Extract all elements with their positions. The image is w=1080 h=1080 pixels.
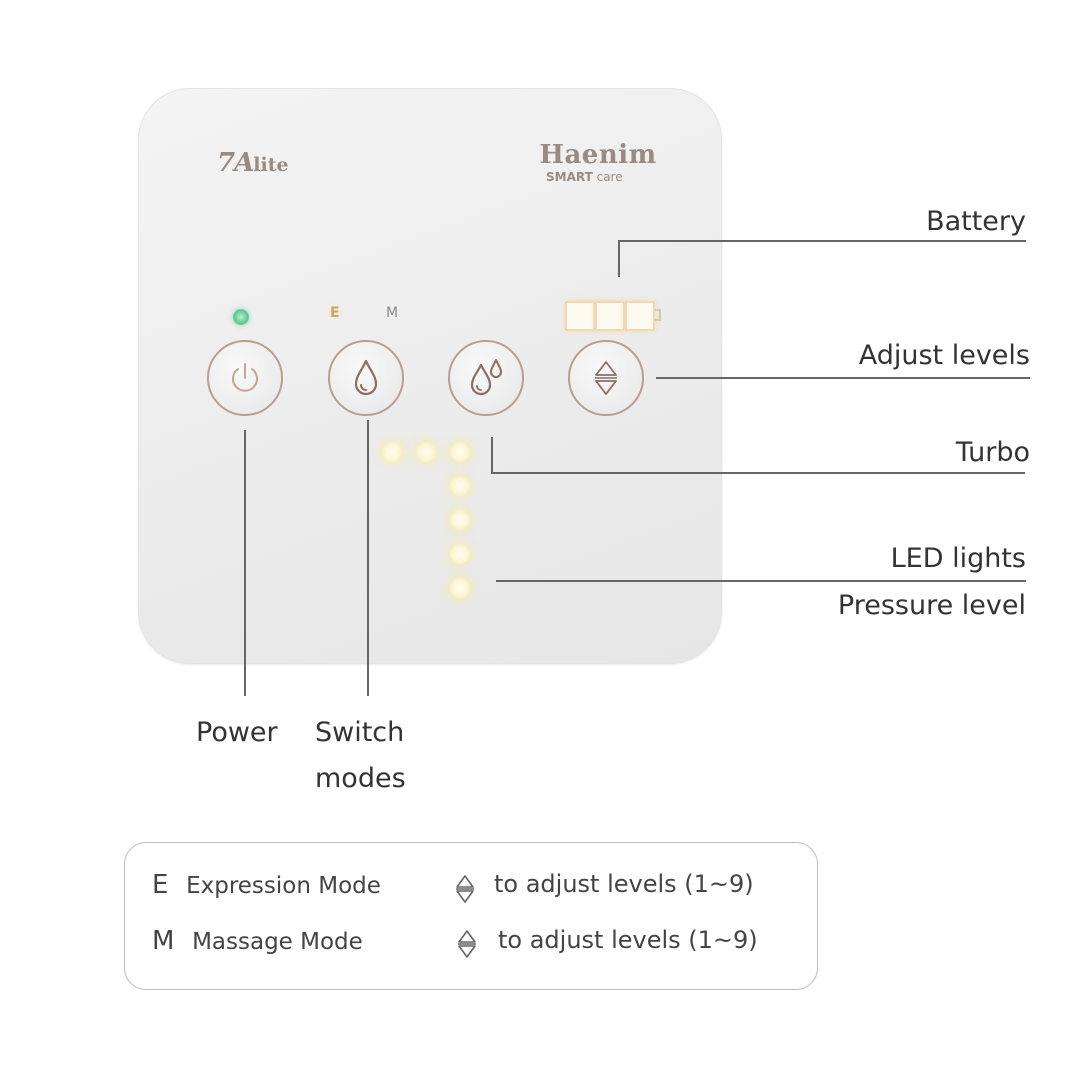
power-callout-line [244, 430, 246, 696]
modes-label: modes [315, 763, 406, 794]
turbo-label: Turbo [955, 437, 1030, 468]
mode-e-indicator: E [330, 305, 340, 321]
power-icon [232, 363, 258, 392]
up-down-arrows-icon [458, 930, 476, 958]
up-down-arrows-icon [456, 875, 474, 903]
brand-logo: Haenim SMART care [536, 140, 660, 184]
pressure-led [450, 544, 470, 564]
power-label: Power [196, 717, 278, 748]
turbo-callout-vertical [491, 437, 493, 474]
battery-callout-line [618, 240, 1026, 242]
pressure-led [450, 476, 470, 496]
model-logo: 7Alite [217, 148, 289, 178]
battery-callout-vertical [618, 240, 620, 277]
droplet-icon [354, 359, 378, 396]
pressure-led [450, 442, 470, 462]
mode-m-indicator: M [386, 305, 399, 321]
brand-name: Haenim [539, 140, 657, 170]
brand-tag: SMART care [546, 170, 623, 184]
double-droplet-icon [470, 359, 502, 396]
legend-box [124, 842, 818, 990]
led-callout-line [496, 580, 1026, 582]
legend-hint-massage: to adjust levels (1~9) [498, 926, 758, 954]
switch-label: Switch [315, 717, 405, 748]
power-button[interactable] [207, 340, 283, 416]
pressure-led [450, 578, 470, 598]
adjust-levels-label: Adjust levels [858, 340, 1030, 371]
adjust-callout-line [656, 377, 1030, 379]
turbo-callout-line [491, 472, 1025, 474]
switch-mode-button[interactable] [328, 340, 404, 416]
battery-indicator [565, 299, 661, 331]
battery-label: Battery [926, 206, 1026, 237]
legend-row-expression: E Expression Mode [152, 870, 381, 900]
battery-tip [655, 309, 661, 321]
battery-cell [565, 301, 595, 331]
adjust-levels-button[interactable] [568, 340, 644, 416]
power-indicator-led [233, 309, 249, 325]
led-lights-label: LED lights [890, 543, 1026, 574]
pressure-level-label: Pressure level [837, 590, 1026, 621]
battery-cell [595, 301, 625, 331]
battery-cell [625, 301, 655, 331]
turbo-button[interactable] [448, 340, 524, 416]
pressure-led [382, 442, 402, 462]
legend-row-massage: M Massage Mode [152, 926, 363, 956]
pressure-led [416, 442, 436, 462]
pressure-led [450, 510, 470, 530]
switch-callout-line [367, 420, 369, 696]
up-down-arrows-icon [595, 361, 617, 395]
legend-hint-expression: to adjust levels (1~9) [494, 870, 754, 898]
